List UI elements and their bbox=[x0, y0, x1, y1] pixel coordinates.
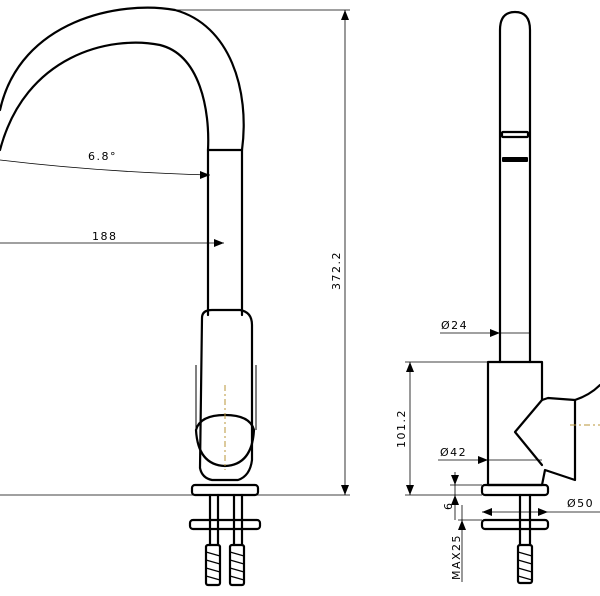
dia42-label: Ø42 bbox=[440, 446, 467, 459]
side-spout bbox=[498, 10, 532, 364]
spout-outer-arc bbox=[0, 6, 245, 152]
side-view: Ø24 101.2 Ø42 6 Ø50 MAX25 bbox=[395, 10, 600, 585]
hose-left bbox=[204, 543, 222, 587]
body-height-label: 101.2 bbox=[395, 409, 408, 448]
max25-arrow bbox=[458, 520, 466, 530]
spout-ring-lower bbox=[502, 157, 528, 162]
dia50-arrow-right bbox=[538, 508, 548, 516]
dia50-label: Ø50 bbox=[567, 497, 594, 510]
base-plate bbox=[190, 483, 260, 497]
dia24-label: Ø24 bbox=[441, 319, 468, 332]
angle-arrowhead bbox=[200, 171, 210, 179]
reach-arrowhead bbox=[214, 239, 224, 247]
spout-ring-upper bbox=[500, 130, 530, 139]
angle-label: 6.8° bbox=[88, 150, 117, 163]
side-base-plate bbox=[480, 483, 550, 497]
side-hose bbox=[516, 543, 534, 585]
side-body bbox=[486, 360, 577, 487]
lower-plate bbox=[188, 518, 262, 531]
lever-cone bbox=[513, 398, 544, 467]
height-arrow-bottom bbox=[341, 485, 349, 495]
dia24-arrow bbox=[490, 329, 500, 337]
plate-thickness-arrow-top bbox=[451, 475, 459, 485]
body-height-arrow-bottom bbox=[406, 485, 414, 495]
reach-label: 188 bbox=[92, 230, 118, 243]
max25-label: MAX25 bbox=[450, 534, 463, 580]
side-lower-plate bbox=[480, 518, 550, 531]
lever-bulb bbox=[194, 413, 256, 468]
body-outline bbox=[198, 308, 254, 482]
dia50-arrow-left bbox=[482, 508, 492, 516]
hose-right bbox=[228, 543, 246, 587]
lever-arm bbox=[573, 383, 600, 402]
dia42-arrow bbox=[478, 456, 488, 464]
plate-thickness-label: 6 bbox=[442, 502, 455, 511]
angle-dimension-arc bbox=[0, 159, 211, 176]
height-label: 372.2 bbox=[330, 251, 343, 290]
spout-inner-arc bbox=[0, 41, 210, 152]
front-view: 6.8° 188 372.2 bbox=[0, 6, 350, 587]
height-arrow-top bbox=[341, 10, 349, 20]
plate-thickness-arrow-bottom bbox=[451, 495, 459, 505]
body-height-arrow-top bbox=[406, 362, 414, 372]
